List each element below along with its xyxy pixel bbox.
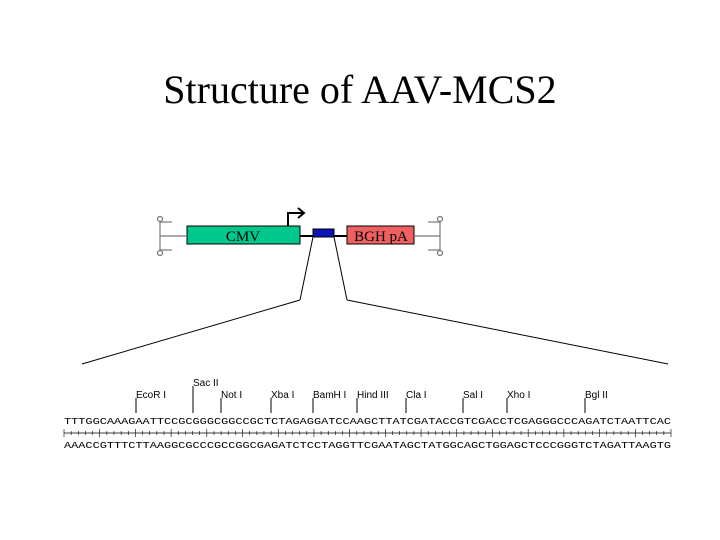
site-label: Bgl II <box>585 390 608 401</box>
sequence-ruler <box>63 429 672 437</box>
site-label: Sac II <box>193 378 219 389</box>
left-itr <box>156 215 186 257</box>
page-title: Structure of AAV-MCS2 <box>163 67 557 112</box>
site-label: Hind III <box>357 390 389 401</box>
zoom-lines <box>81 236 669 365</box>
right-itr <box>414 215 444 257</box>
bgh-polya-box <box>346 225 415 245</box>
bgh-polya-label: BGH pA <box>354 229 408 245</box>
cmv-label: CMV <box>226 229 260 245</box>
site-label: Sal I <box>463 390 483 401</box>
site-label: Xho I <box>507 390 530 401</box>
site-label: BamH I <box>313 390 346 401</box>
transcription-arrow-icon <box>287 207 306 226</box>
site-label: Not I <box>221 390 242 401</box>
sequence-bottom-strand: AAACCGTTTCTTAAGGCGCCCGCCGGCGAGATCTCCTAGG… <box>64 440 671 451</box>
sequence-top-strand: TTTGGCAAAGAATTCCGCGGGCGGCCGCTCTAGAGGATCC… <box>64 416 672 427</box>
mcs-block <box>312 228 335 238</box>
site-label: Cla I <box>406 390 427 401</box>
site-label: Xba I <box>271 390 294 401</box>
site-label: EcoR I <box>136 390 166 401</box>
